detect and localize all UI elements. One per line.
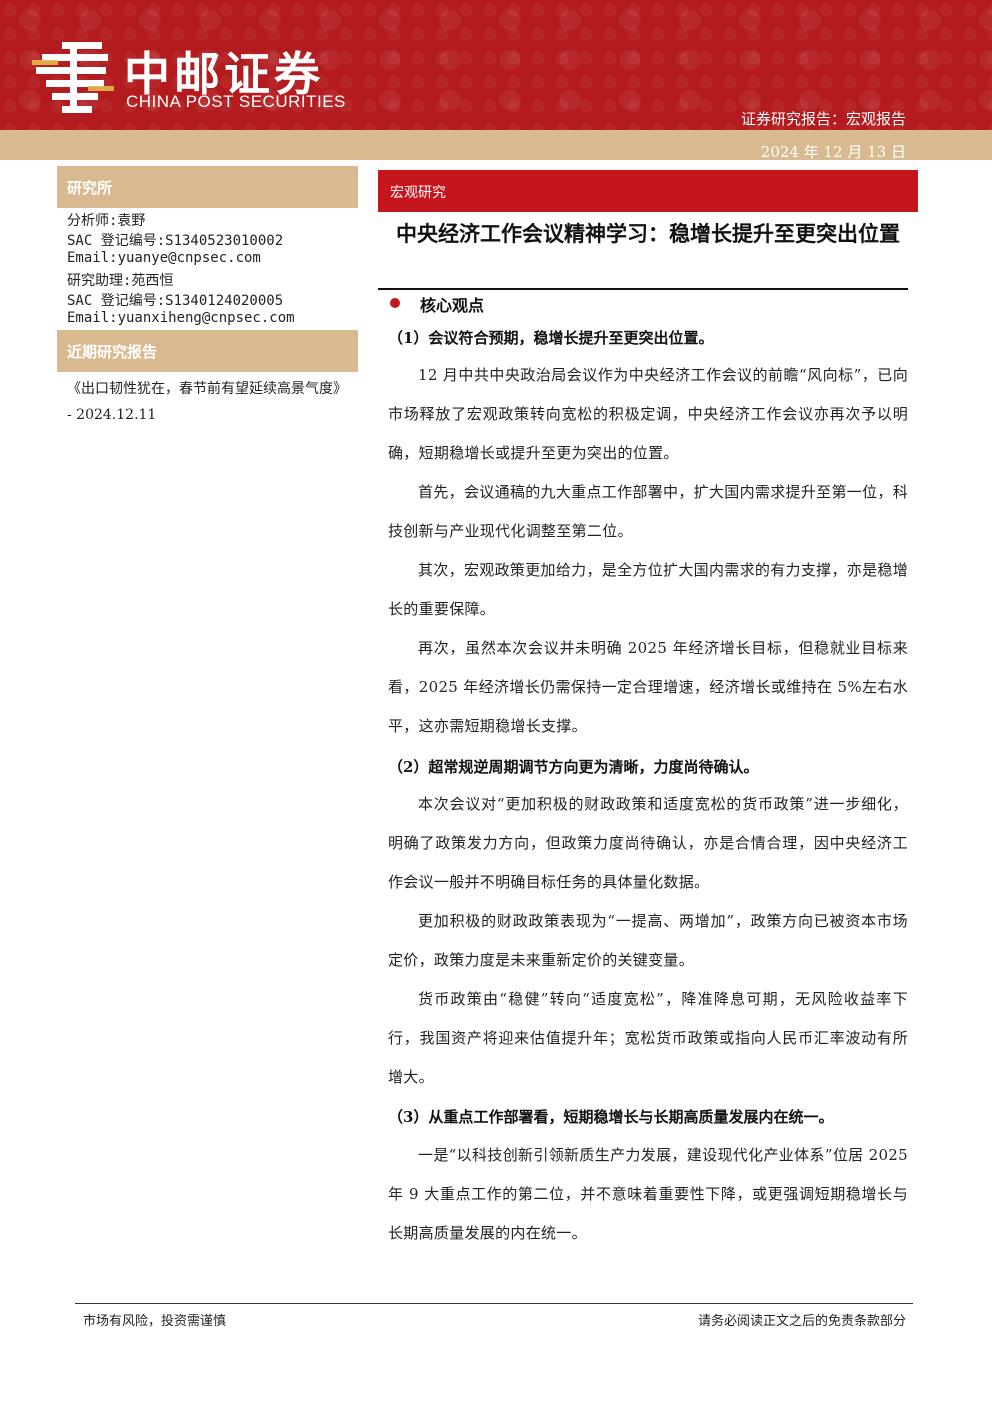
assistant-name: 研究助理:苑西恒 xyxy=(67,273,174,289)
analyst-name: 分析师:袁野 xyxy=(67,213,146,229)
report-type: 证券研究报告：宏观报告 xyxy=(740,110,906,128)
recent-reports-heading: 近期研究报告 xyxy=(57,330,358,372)
recent-report-link[interactable]: 《出口韧性犹在，春节前有望延续高景气度》 - 2024.12.11 xyxy=(67,381,347,423)
footer-disclaimer-notice: 请务必阅读正文之后的免责条款部分 xyxy=(697,1314,906,1329)
assistant-email[interactable]: Email:yuanxiheng@cnpsec.com xyxy=(67,310,295,326)
china-post-logo-icon xyxy=(32,42,114,113)
analyst-email[interactable]: Email:yuanye@cnpsec.com xyxy=(67,250,261,266)
footer-risk-notice: 市场有风险，投资需谨慎 xyxy=(83,1314,227,1329)
institute-heading: 研究所 xyxy=(57,166,358,208)
paragraph-2: 首先，会议通稿的九大重点工作部署中，扩大国内需求提升至第一位，科技创新与产业现代… xyxy=(388,483,908,540)
core-views-heading: 核心观点 xyxy=(420,296,485,315)
title-divider xyxy=(378,288,908,290)
logo-chinese-name: 中邮证券 xyxy=(124,47,324,101)
analyst-sac-number: SAC 登记编号:S1340523010002 xyxy=(67,233,284,249)
header-banner: 中邮证券 CHINA POST SECURITIES 证券研究报告：宏观报告 xyxy=(0,0,992,130)
paragraph-4: 再次，虽然本次会议并未明确 2025 年经济增长目标，但稳就业目标来看，2025… xyxy=(388,639,908,735)
section-label: 宏观研究 xyxy=(378,170,918,212)
subheading-1: （1）会议符合预期，稳增长提升至更突出位置。 xyxy=(388,329,714,347)
subheading-2: （2）超常规逆周期调节方向更为清晰，力度尚待确认。 xyxy=(388,758,759,776)
paragraph-8: 一是“以科技创新引领新质生产力发展，建设现代化产业体系”位居 2025 年 9 … xyxy=(388,1146,908,1242)
bullet-icon xyxy=(390,298,400,308)
paragraph-7: 货币政策由“稳健”转向“适度宽松”，降准降息可期，无风险收益率下行，我国资产将迎… xyxy=(388,990,908,1086)
paragraph-1: 12 月中共中央政治局会议作为中央经济工作会议的前瞻“风向标”，已向市场释放了宏… xyxy=(388,366,908,462)
report-title: 中央经济工作会议精神学习：稳增长提升至更突出位置 xyxy=(396,221,900,246)
subheading-3: （3）从重点工作部署看，短期稳增长与长期高质量发展内在统一。 xyxy=(388,1108,834,1126)
logo-english-name: CHINA POST SECURITIES xyxy=(126,92,346,111)
paragraph-3: 其次，宏观政策更加给力，是全方位扩大国内需求的有力支撑，亦是稳增长的重要保障。 xyxy=(388,561,908,618)
assistant-sac-number: SAC 登记编号:S1340124020005 xyxy=(67,293,284,309)
paragraph-6: 更加积极的财政政策表现为“一提高、两增加”，政策方向已被资本市场定价，政策力度是… xyxy=(388,912,908,969)
paragraph-5: 本次会议对“更加积极的财政政策和适度宽松的货币政策”进一步细化，明确了政策发力方… xyxy=(388,795,908,891)
report-date: 2024 年 12 月 13 日 xyxy=(760,143,906,161)
header-strip: 2024 年 12 月 13 日 xyxy=(0,130,992,161)
footer-divider xyxy=(75,1303,913,1304)
